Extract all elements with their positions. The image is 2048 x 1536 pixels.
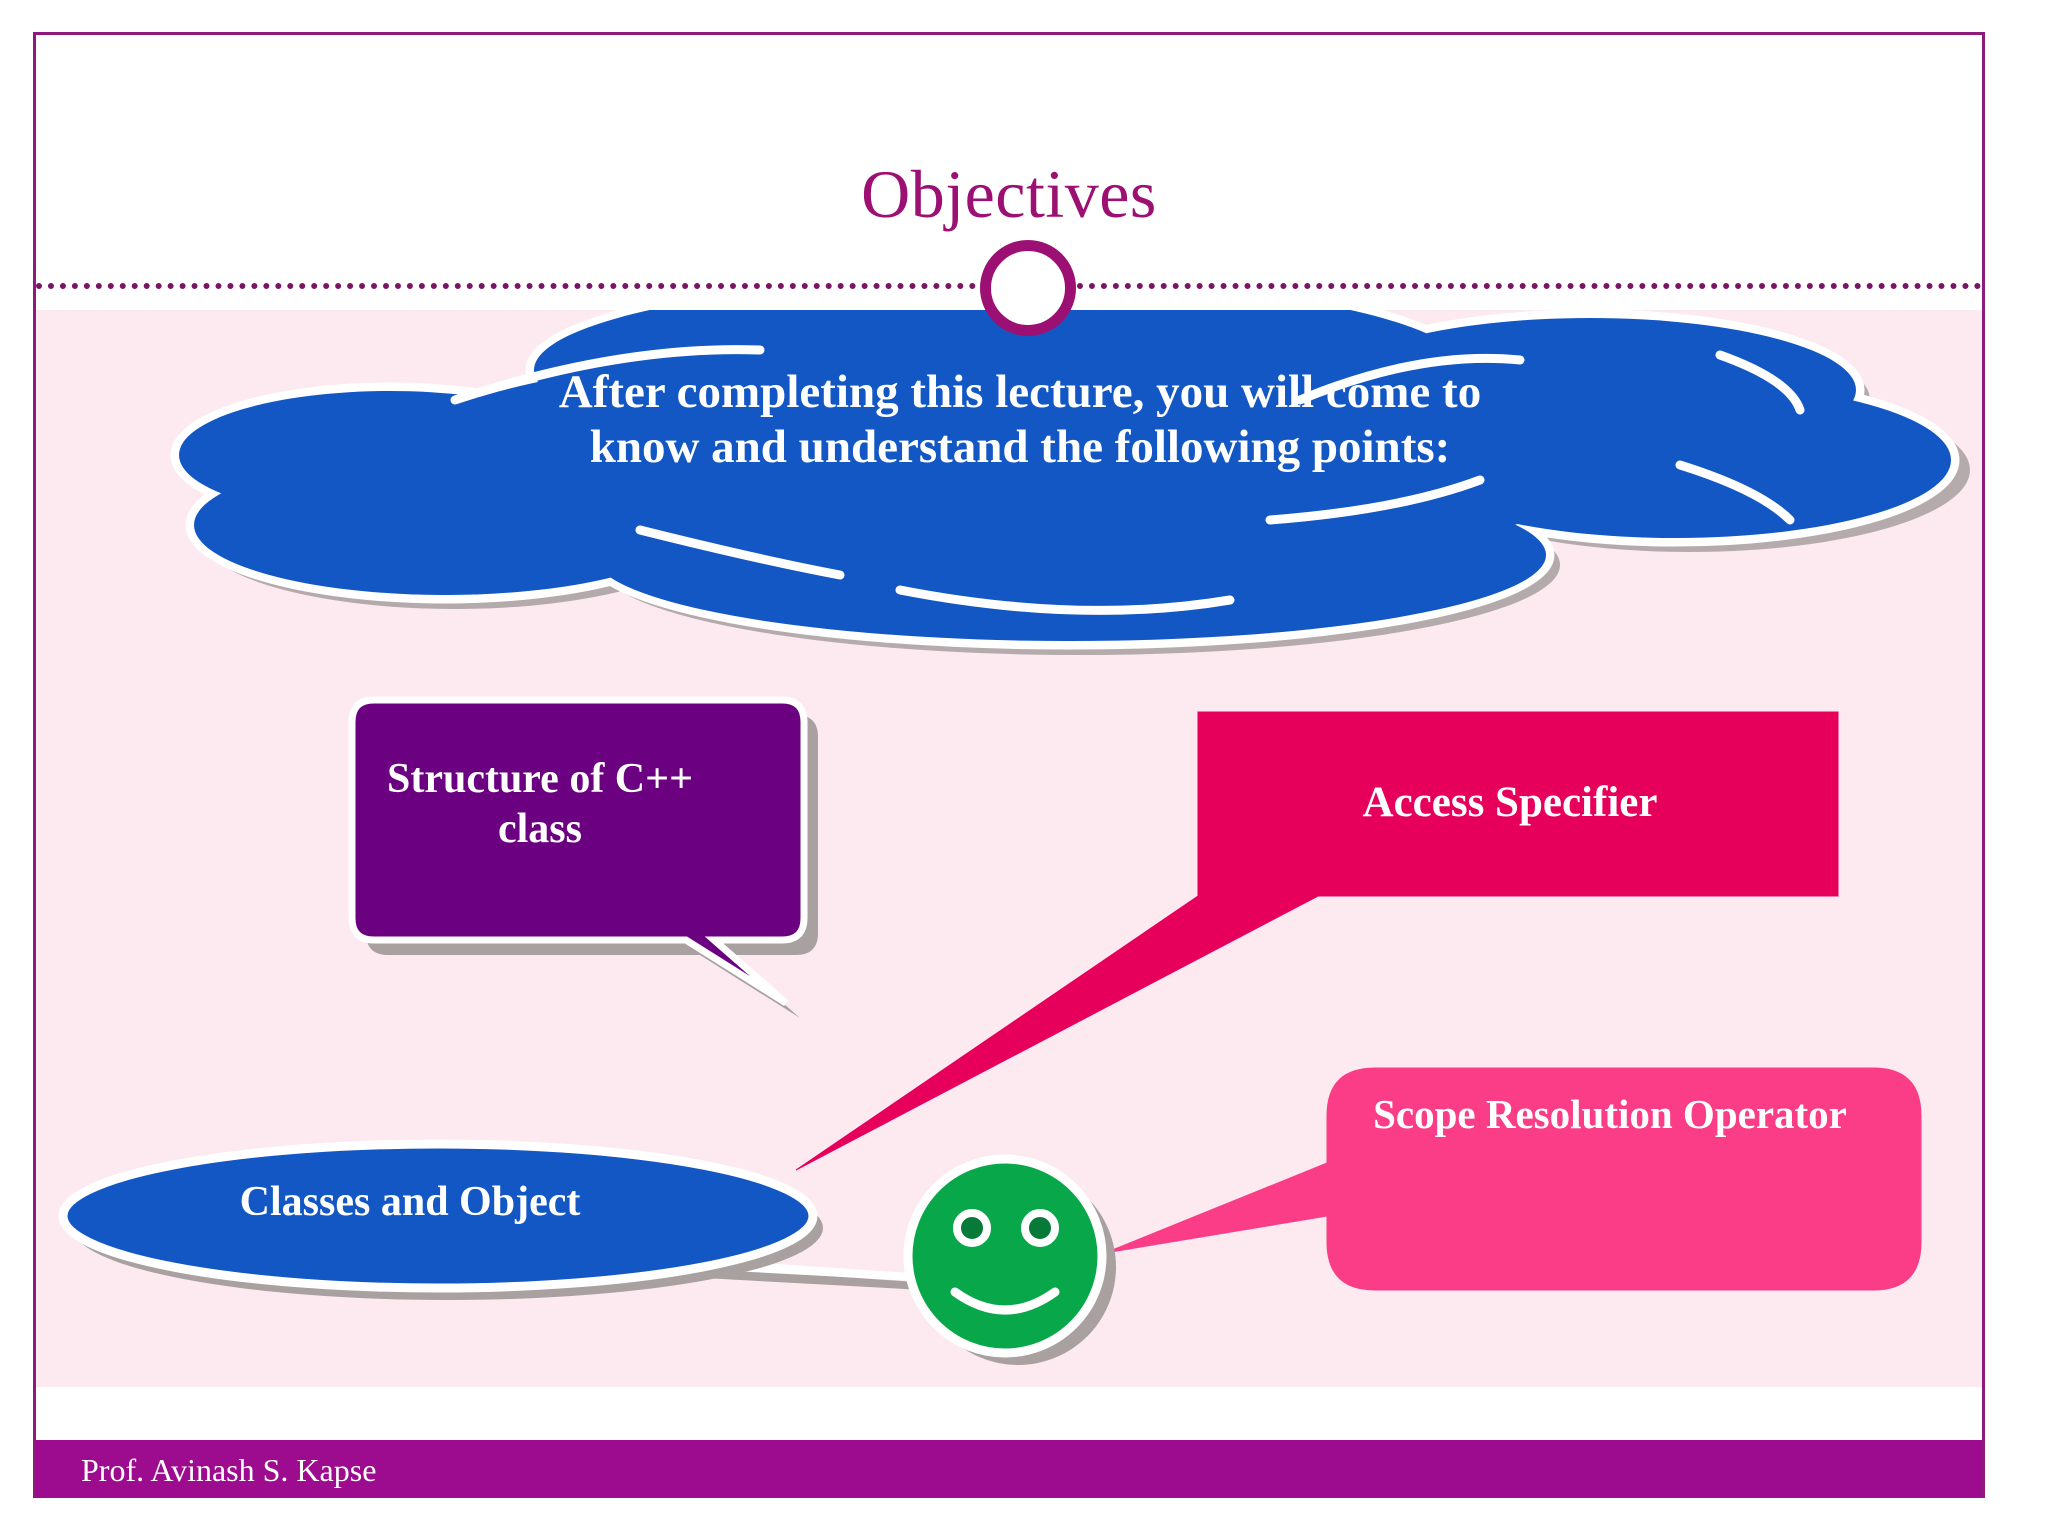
footer-author: Prof. Avinash S. Kapse — [81, 1452, 377, 1488]
callout-access-label: Access Specifier — [1362, 779, 1658, 826]
callout-structure-label: Structure of C++ class — [386, 756, 694, 852]
smiley-face-icon — [903, 1154, 1107, 1358]
slide-footer: Prof. Avinash S. Kapse — [36, 1440, 1982, 1498]
callout-access — [795, 711, 1839, 1171]
circle-ring-icon — [980, 240, 1076, 336]
cloud-inner-arcs — [450, 345, 1805, 615]
cloud-text: After completing this lecture, you will … — [558, 366, 1482, 474]
page-title: Objectives — [861, 156, 1157, 232]
callout-scope-label: Scope Resolution Operator — [1373, 1091, 1847, 1137]
callout-structure — [348, 696, 808, 1006]
callout-classes-label: Classes and Object — [239, 1179, 581, 1225]
callout-scope — [1104, 1067, 1922, 1291]
callout-classes — [58, 1139, 818, 1293]
